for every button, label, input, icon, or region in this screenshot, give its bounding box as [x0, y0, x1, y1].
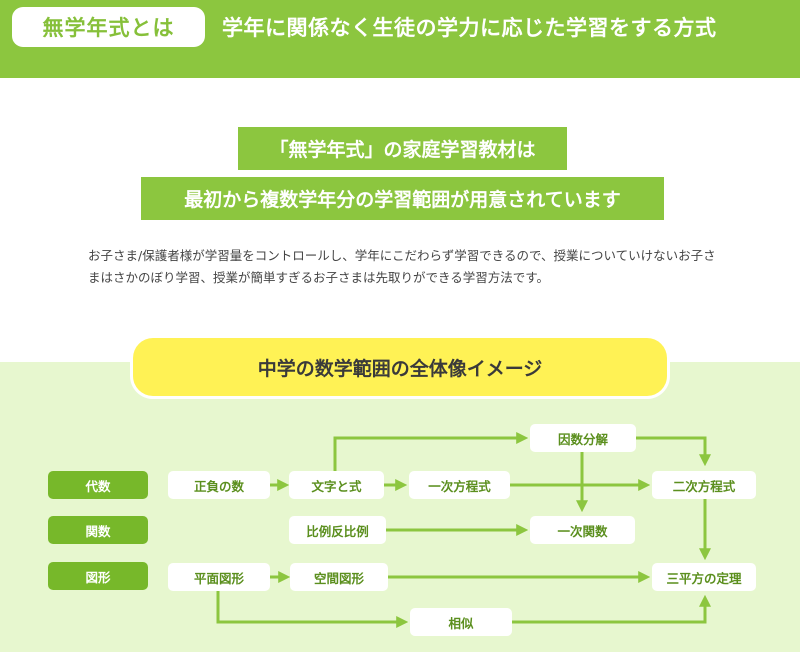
node-similarity: 相似: [410, 608, 512, 636]
node-letters-expressions: 文字と式: [289, 471, 384, 499]
node-quadratic-equation: 二次方程式: [652, 471, 756, 499]
headline-line-1: 「無学年式」の家庭学習教材は: [238, 127, 567, 170]
arrow-factorization-to-quadratic: [636, 436, 711, 467]
node-factorization: 因数分解: [530, 424, 636, 452]
category-functions: 関数: [48, 516, 148, 544]
node-positive-negative: 正負の数: [168, 471, 270, 499]
arrow-plane-to-similarity: [216, 591, 409, 628]
category-algebra: 代数: [48, 471, 148, 499]
header-badge: 無学年式とは: [12, 7, 205, 47]
node-linear-function: 一次関数: [530, 516, 635, 544]
category-geometry: 図形: [48, 562, 148, 590]
diagram-title: 中学の数学範囲の全体像イメージ: [133, 338, 667, 396]
node-pythagorean-theorem: 三平方の定理: [652, 563, 756, 591]
header-title: 学年に関係なく生徒の学力に応じた学習をする方式: [222, 16, 717, 40]
headline-line-2: 最初から複数学年分の学習範囲が用意されています: [141, 177, 664, 220]
description-text: お子さま/保護者様が学習量をコントロールし、学年にこだわらず学習できるので、授業…: [88, 248, 716, 285]
node-plane-figures: 平面図形: [168, 563, 270, 591]
arrow-letters-to-factorization: [333, 432, 529, 471]
node-linear-equation: 一次方程式: [409, 471, 510, 499]
header-bar: 無学年式とは 学年に関係なく生徒の学力に応じた学習をする方式: [0, 0, 800, 78]
arrow-similarity-to-pythagorean: [512, 594, 711, 624]
diagram-background: [0, 362, 800, 652]
node-proportion: 比例反比例: [289, 516, 386, 544]
node-solid-figures: 空間図形: [290, 563, 388, 591]
